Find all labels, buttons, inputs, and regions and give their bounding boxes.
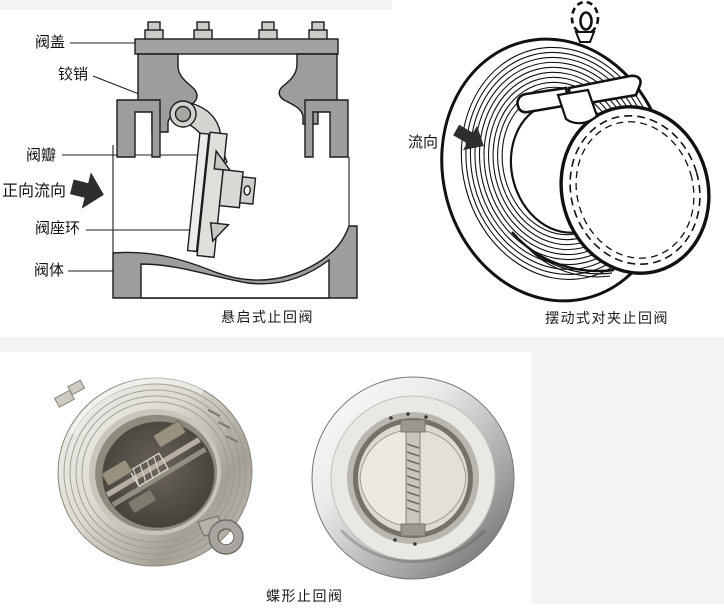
plate-right xyxy=(419,429,467,527)
lifting-eye-bolt xyxy=(197,515,244,555)
label-hinge-pin: 铰销 xyxy=(58,65,89,83)
bonnet-plate xyxy=(134,38,339,55)
label-body: 阀体 xyxy=(34,261,65,279)
body-flange-left xyxy=(116,99,161,158)
dual-plate-caption: 蝶形止回阀 xyxy=(266,589,344,605)
flow-arrow-icon xyxy=(453,124,484,151)
disc-assembly xyxy=(186,131,257,259)
bracket-hole xyxy=(243,185,251,196)
disc-wedge-top xyxy=(213,149,232,172)
disc-wedge-bottom xyxy=(209,221,231,243)
flow-arrow-icon xyxy=(69,172,104,209)
lifting-eye-inner xyxy=(579,11,593,31)
swing-check-valve-diagram xyxy=(62,21,358,299)
dual-plate-photo-left xyxy=(53,377,253,567)
flow-channel xyxy=(140,258,330,299)
label-flow: 流向 xyxy=(408,133,439,151)
bottom-strip xyxy=(531,604,724,611)
label-seat-ring: 阀座环 xyxy=(35,219,81,237)
wafer-check-valve-diagram xyxy=(440,0,711,303)
mounting-tabs xyxy=(53,379,86,408)
label-forward-flow: 正向流向 xyxy=(2,181,67,200)
plate-left xyxy=(359,429,407,527)
hinge-block-top xyxy=(400,419,426,433)
label-bonnet: 阀盖 xyxy=(35,33,66,51)
eye-neck xyxy=(574,31,596,43)
seat-arcs xyxy=(511,231,615,278)
engraving-marks xyxy=(207,409,239,443)
hinge-block-bottom xyxy=(400,523,426,537)
spring-coil xyxy=(406,443,420,513)
wafer-hinge xyxy=(516,74,642,125)
wafer-valve-caption: 摆动式对夹止回阀 xyxy=(545,311,669,327)
bonnet-bolts xyxy=(144,21,328,41)
pin-holes xyxy=(389,412,428,546)
body-neck-right xyxy=(278,53,338,125)
plate-mechanism xyxy=(101,420,207,514)
swing-valve-caption: 悬启式止回阀 xyxy=(221,310,314,326)
label-disc: 阀瓣 xyxy=(26,146,57,164)
seat-ring xyxy=(186,132,210,253)
wafer-disc xyxy=(559,105,711,275)
body-flange-right xyxy=(304,99,349,158)
hinge-pin-core xyxy=(174,105,192,123)
dual-plate-photo-right xyxy=(311,376,515,580)
